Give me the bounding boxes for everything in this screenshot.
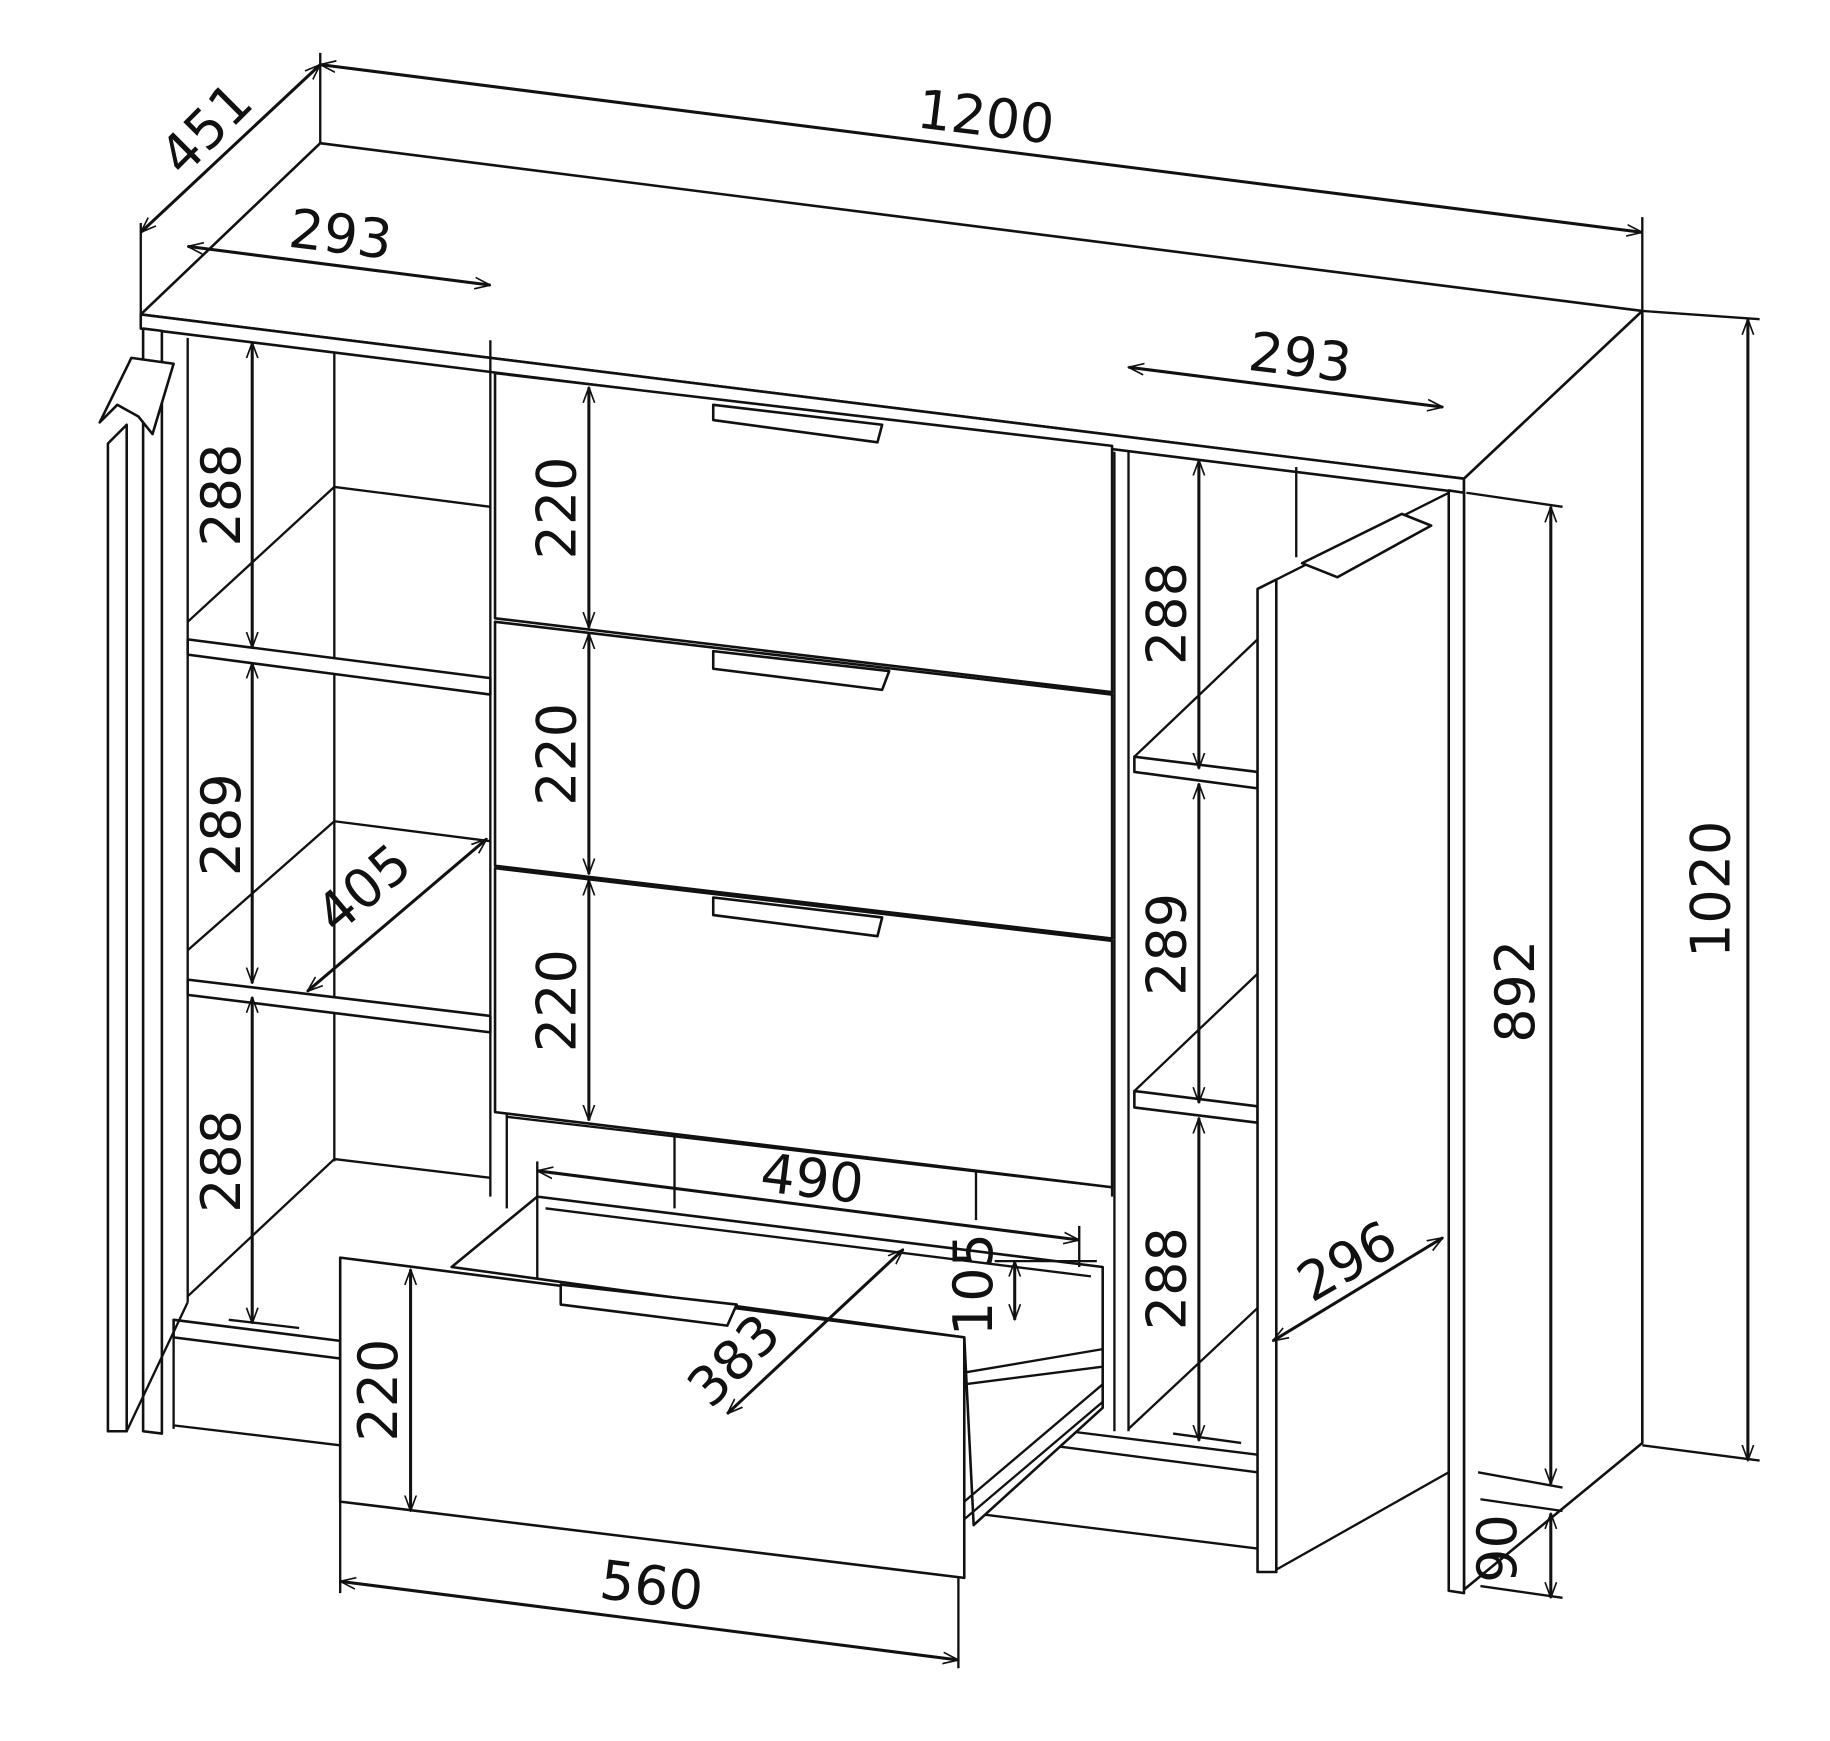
- drawer-front-2: [493, 620, 1114, 940]
- right-side-front-edge: [1447, 489, 1466, 1595]
- dim-left-shelf-3: 288: [190, 1110, 253, 1213]
- dim-left-shelf-1: 288: [190, 444, 253, 547]
- dim-right-shelf-3: 288: [1135, 1227, 1198, 1330]
- dim-total-height: 1020: [1680, 821, 1743, 958]
- dim-width: 1200: [914, 77, 1058, 156]
- dim-drawer-inner-width: 490: [757, 1141, 867, 1216]
- right-door-handle[interactable]: [1300, 512, 1433, 579]
- dim-drawer-3: 220: [525, 949, 588, 1052]
- drawer-handle-2[interactable]: [711, 649, 891, 692]
- dim-right-section: 293: [1245, 320, 1355, 395]
- left-shelf-2: [186, 978, 492, 1034]
- drawer-handle-3[interactable]: [711, 896, 884, 938]
- closed-drawers: [493, 371, 1114, 1189]
- left-shelf-1: [186, 638, 492, 696]
- dim-body-height: 892: [1484, 940, 1547, 1043]
- left-bottom: [172, 1318, 342, 1360]
- drawer-front-3: [493, 866, 1114, 1189]
- dim-drawer-front-height: 220: [347, 1339, 410, 1442]
- left-door[interactable]: [106, 423, 128, 1433]
- dim-drawer-front-width: 560: [597, 1548, 707, 1623]
- drawer-handle-1[interactable]: [711, 403, 884, 444]
- right-shelf-1: [1133, 755, 1259, 790]
- dim-depth: 451: [147, 70, 264, 187]
- dim-left-shelf-2: 289: [190, 773, 253, 876]
- dim-right-shelf-2: 289: [1135, 893, 1198, 996]
- dim-plinth: 90: [1466, 1514, 1529, 1583]
- dim-drawer-inner-height: 105: [942, 1233, 1005, 1336]
- right-shelf-2: [1133, 1089, 1259, 1125]
- doors: [98, 356, 1450, 1574]
- dim-left-section: 293: [286, 197, 396, 272]
- dim-drawer-1: 220: [525, 457, 588, 560]
- left-door-handle[interactable]: [98, 356, 175, 436]
- dim-door-width: 296: [1287, 1208, 1408, 1314]
- dim-right-shelf-1: 288: [1135, 562, 1198, 665]
- dim-drawer-2: 220: [525, 703, 588, 806]
- dimension-lines: [141, 52, 1760, 1669]
- dim-shelf-depth: 405: [304, 831, 423, 945]
- left-side-front-edge: [141, 327, 164, 1435]
- drawer-front-1: [493, 371, 1114, 694]
- right-door[interactable]: [1256, 578, 1278, 1574]
